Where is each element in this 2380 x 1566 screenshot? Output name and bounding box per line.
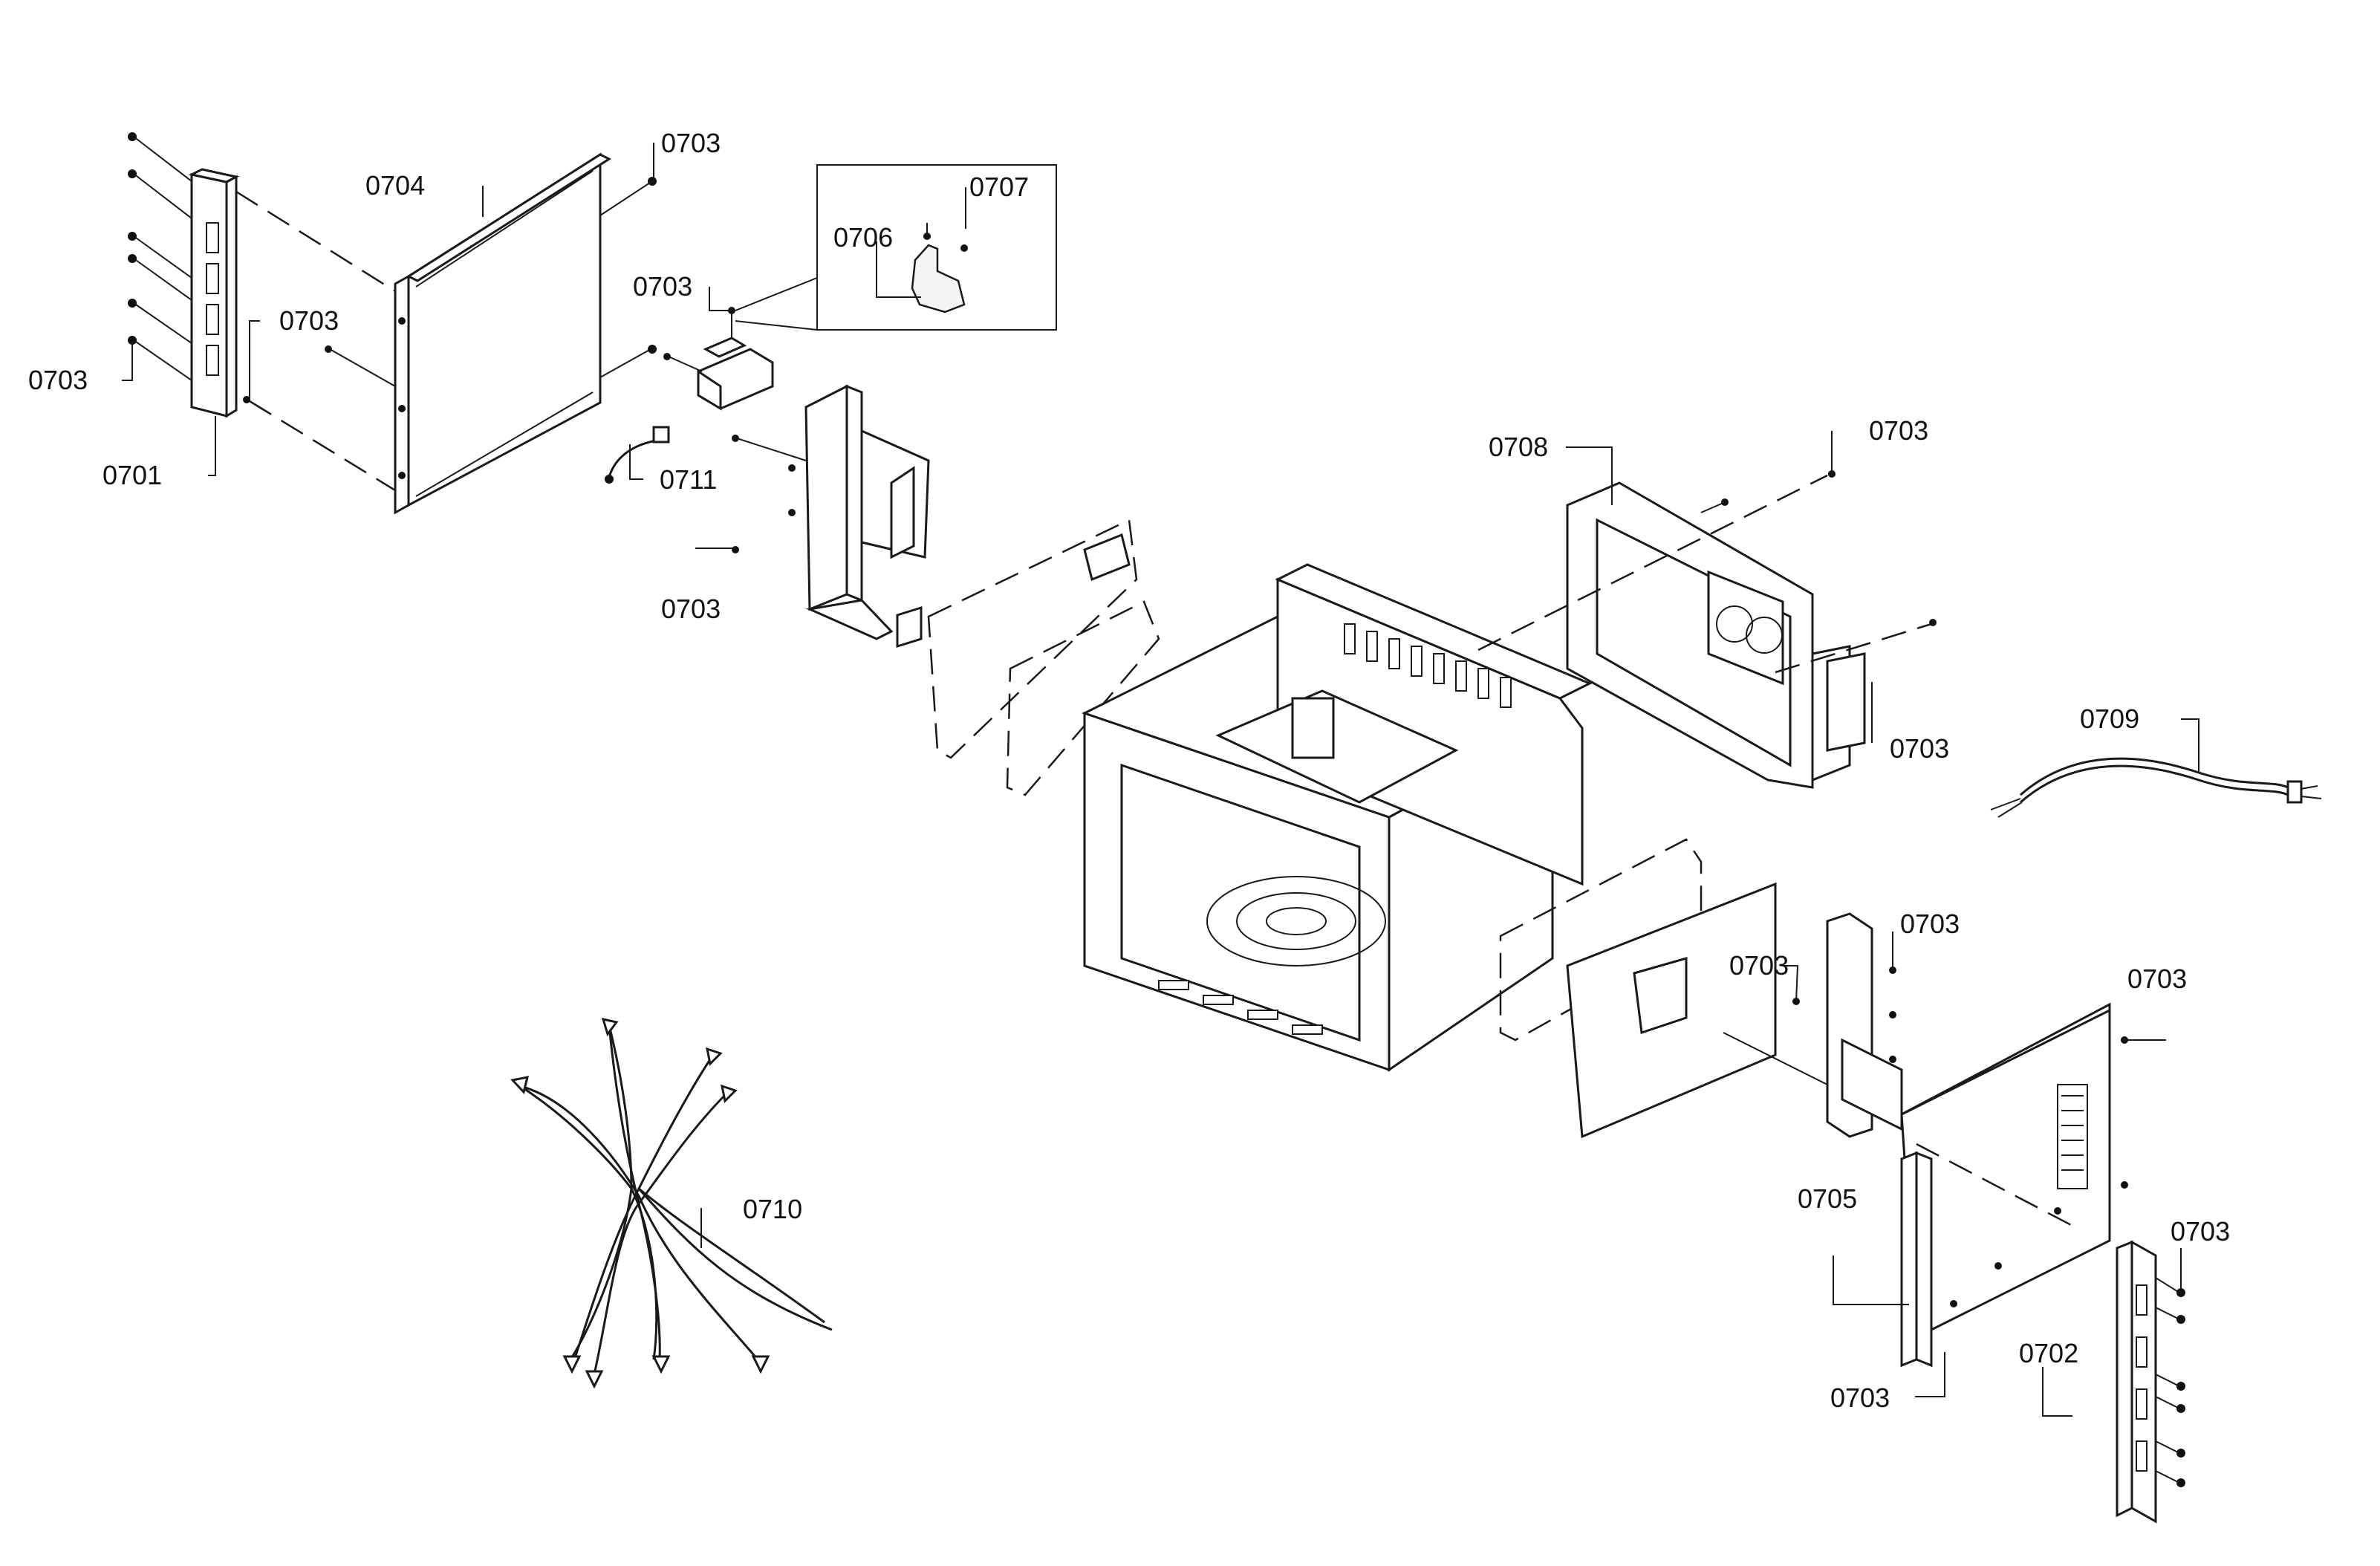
alignment-line [1916, 1143, 2073, 1227]
alignment-line [249, 400, 396, 492]
callout-0706: 0706 [833, 222, 893, 253]
callout-0703-bracket-right: 0703 [1900, 909, 1960, 939]
left-rail-screws [128, 132, 192, 381]
callout-0703-rail-right: 0703 [2171, 1216, 2230, 1247]
left-trim-rail-0701 [188, 168, 240, 418]
callout-0703-rail-left: 0703 [28, 365, 88, 395]
callout-0710: 0710 [743, 1194, 802, 1224]
callout-0702: 0702 [2019, 1338, 2078, 1368]
callout-0703-side-panel: 0703 [2127, 964, 2187, 994]
wire-bundle-0710 [510, 1017, 833, 1389]
dashed-left-shield-panels [927, 519, 1160, 796]
callout-0703-bracket: 0703 [633, 271, 692, 302]
callout-0703-panel-left: 0703 [279, 305, 339, 336]
callout-0703-rear-side: 0703 [1890, 733, 1949, 764]
switch-bracket [663, 307, 774, 411]
right-trim-rail-0702 [2116, 1240, 2185, 1524]
cavity-vents [1158, 623, 1512, 1035]
callout-0705: 0705 [1798, 1183, 1857, 1214]
callout-0701: 0701 [103, 460, 162, 490]
detail-inset-box [735, 164, 1057, 331]
oven-cavity-assembly [1082, 563, 1593, 1072]
callout-0703-inner-bracket: 0703 [661, 594, 721, 624]
callout-0709: 0709 [2080, 704, 2139, 734]
callout-0703-bracket-mid: 0703 [1729, 950, 1789, 981]
callout-0704: 0704 [365, 170, 425, 201]
alignment-line [1477, 474, 1828, 652]
callout-0708: 0708 [1489, 432, 1548, 462]
callout-0703-bottom: 0703 [1830, 1383, 1890, 1413]
callout-labels: 0703 0704 0707 0706 0703 0703 0703 0701 … [28, 128, 2230, 1413]
callout-0707: 0707 [969, 172, 1029, 202]
alignment-line [235, 190, 396, 293]
side-panel-vent [2057, 1084, 2088, 1189]
rear-frame-0708 [1566, 481, 1866, 789]
right-mounting-bracket [1723, 912, 1903, 1138]
wire-harness-0711 [605, 426, 670, 484]
alignment-line [1775, 623, 1932, 674]
dashed-right-shield-panels [1499, 838, 1777, 1139]
callout-leaders [122, 143, 2199, 1417]
right-side-panel [1900, 1002, 2128, 1339]
callout-0703-top: 0703 [661, 128, 721, 158]
power-cord-0709 [1990, 757, 2322, 818]
callout-0703-rear-top: 0703 [1869, 415, 1928, 446]
front-trim-strip-0705 [1900, 1151, 1933, 1368]
inner-side-bracket [732, 384, 930, 649]
callout-0711: 0711 [660, 464, 717, 495]
side-panel-0704 [394, 152, 612, 515]
